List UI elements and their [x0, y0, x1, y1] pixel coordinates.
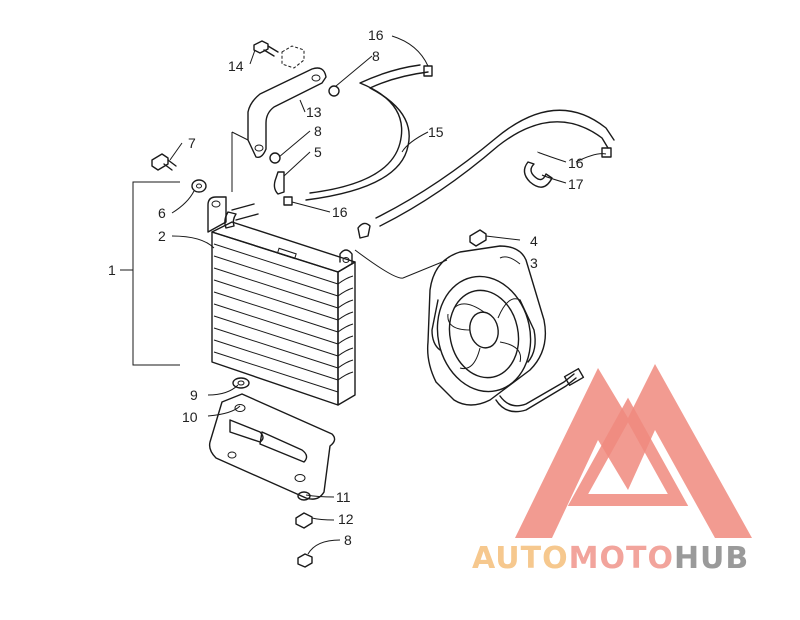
hoses	[305, 64, 615, 227]
callout-4: 4	[530, 233, 538, 249]
callout-13: 13	[306, 104, 322, 120]
watermark-logo-shape	[515, 364, 752, 538]
watermark-auto: AUTO	[472, 541, 569, 576]
callout-7: 7	[188, 135, 196, 151]
callout-5: 5	[314, 144, 322, 160]
callout-1: 1	[108, 262, 116, 278]
callout-12: 12	[338, 511, 354, 527]
callout-8-bottom: 8	[344, 532, 352, 548]
assembly-bracket	[132, 181, 180, 366]
callout-14: 14	[228, 58, 244, 74]
watermark-logo: AUTOMOTOHUB	[472, 364, 752, 576]
leader-lines	[169, 35, 607, 555]
callout-16-right: 16	[568, 155, 584, 171]
callout-9: 9	[190, 387, 198, 403]
callout-3: 3	[530, 255, 538, 271]
cooler-fins	[213, 243, 354, 393]
fan-assembly	[426, 245, 585, 413]
callout-15: 15	[428, 124, 444, 140]
oil-cooler-core	[207, 196, 356, 406]
callout-8-top: 8	[372, 48, 380, 64]
watermark-hub: HUB	[674, 541, 749, 576]
callout-17: 17	[568, 176, 584, 192]
callout-16-top: 16	[368, 27, 384, 43]
callout-6: 6	[158, 205, 166, 221]
lower-bracket	[208, 393, 336, 500]
callout-8-middle: 8	[314, 123, 322, 139]
callout-16-middle: 16	[332, 204, 348, 220]
fan-blades	[447, 298, 522, 370]
watermark-text: AUTOMOTOHUB	[472, 541, 749, 576]
callout-11: 11	[336, 489, 351, 505]
callout-10: 10	[182, 409, 198, 425]
upper-bracket	[231, 67, 327, 192]
watermark-logo-inner	[567, 397, 689, 506]
callout-2: 2	[158, 228, 166, 244]
callout-labels: 1 2 3 4 5 6 7 8 8 8 9 10 11 12 13 14 15 …	[108, 27, 584, 548]
watermark-moto: MOTO	[569, 541, 674, 576]
